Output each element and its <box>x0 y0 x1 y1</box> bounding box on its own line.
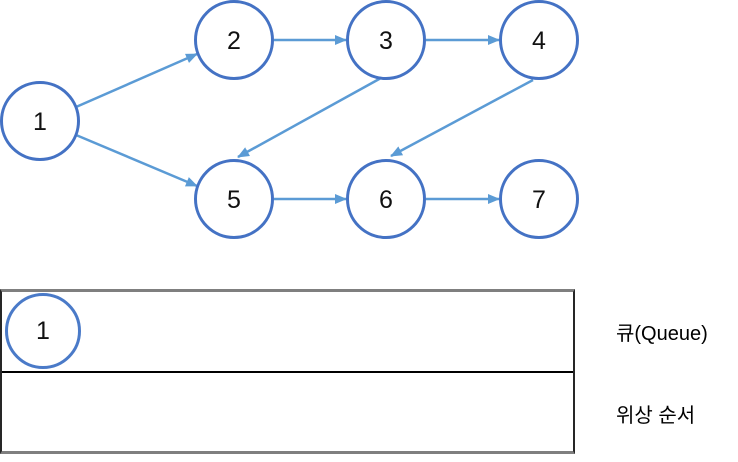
graph-edge-1-2 <box>75 52 198 109</box>
graph-node-5 <box>194 159 274 239</box>
queue-label: 큐(Queue) <box>616 322 708 345</box>
graph-node-label-6: 6 <box>379 186 393 214</box>
graph-node-3 <box>346 0 426 80</box>
graph-edge-3-5 <box>237 76 382 159</box>
graph-node-4 <box>499 0 579 80</box>
graph-node-1 <box>0 81 80 161</box>
queue-table: 1 <box>0 289 575 454</box>
graph-node-2 <box>194 0 274 80</box>
queue-item-1: 1 <box>5 293 81 369</box>
queue-row: 1 <box>2 292 573 373</box>
graph-node-label-3: 3 <box>379 27 393 55</box>
topological-order-label: 위상 순서 <box>616 404 696 427</box>
graph-node-label-1: 1 <box>33 108 47 136</box>
graph-node-7 <box>499 159 579 239</box>
graph-node-label-2: 2 <box>227 27 241 55</box>
topology-graph: 1 2 3 4 5 6 7 <box>0 0 579 239</box>
graph-node-label-7: 7 <box>532 186 546 214</box>
graph-node-label-4: 4 <box>532 27 546 55</box>
graph-node-label-5: 5 <box>227 186 241 214</box>
graph-node-6 <box>346 159 426 239</box>
graph-edge-1-5 <box>75 133 198 188</box>
topological-order-row <box>2 373 573 451</box>
graph-edge-4-6 <box>390 78 534 158</box>
